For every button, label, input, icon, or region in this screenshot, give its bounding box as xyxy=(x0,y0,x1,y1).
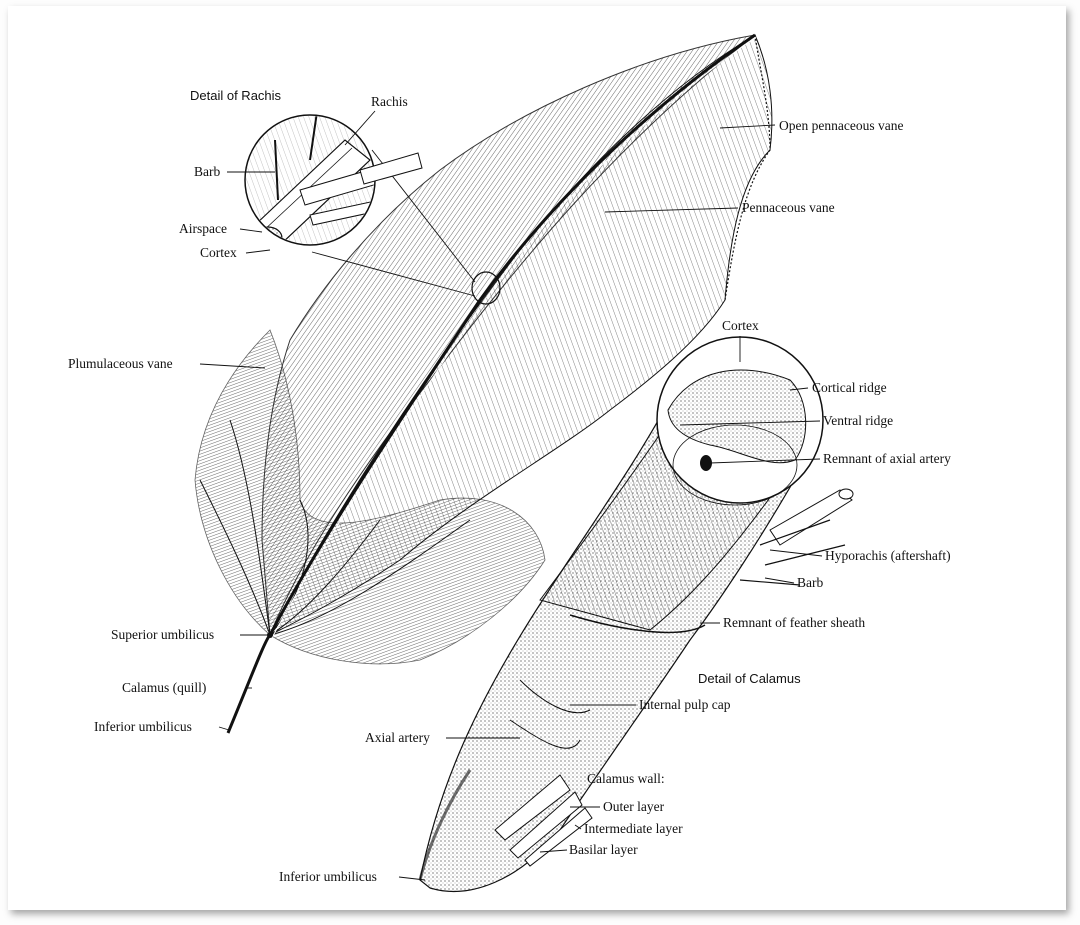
pennaceous-vane-label: Pennaceous vane xyxy=(742,200,835,215)
axial-artery-label: Axial artery xyxy=(365,730,430,745)
cortical-ridge-label: Cortical ridge xyxy=(812,380,887,395)
outer-layer-label: Outer layer xyxy=(603,799,665,814)
remnant-feather-sheath-label: Remnant of feather sheath xyxy=(723,615,866,630)
superior-umbilicus-label: Superior umbilicus xyxy=(111,627,215,642)
cortex-label-rachis: Cortex xyxy=(200,245,237,260)
calamus-wall-label: Calamus wall: xyxy=(587,771,665,786)
calamus-detail xyxy=(418,336,854,892)
barb-label-rachis: Barb xyxy=(194,164,221,179)
rachis-label: Rachis xyxy=(371,94,408,109)
barb-label-calamus: Barb xyxy=(797,575,824,590)
hyporachis-label: Hyporachis (aftershaft) xyxy=(825,548,951,563)
airspace-label: Airspace xyxy=(179,221,227,236)
rachis-detail-circle xyxy=(244,114,476,297)
intermediate-layer-label: Intermediate layer xyxy=(584,821,683,836)
inferior-umbilicus-bottom-label: Inferior umbilicus xyxy=(279,869,377,884)
ventral-ridge-label: Ventral ridge xyxy=(823,413,894,428)
label-leaders xyxy=(199,110,823,881)
rachis-shaft xyxy=(226,33,757,735)
open-pennaceous-vane-label: Open pennaceous vane xyxy=(779,118,904,133)
basilar-layer-label: Basilar layer xyxy=(569,842,638,857)
detail-of-rachis-title: Detail of Rachis xyxy=(190,88,282,103)
internal-pulp-cap-label: Internal pulp cap xyxy=(639,697,731,712)
cortex-label-calamus: Cortex xyxy=(722,318,759,333)
calamus-quill-label: Calamus (quill) xyxy=(122,680,207,695)
plumulaceous-vane-label: Plumulaceous vane xyxy=(68,356,173,371)
remnant-axial-artery-label: Remnant of axial artery xyxy=(823,451,951,466)
detail-of-calamus-title: Detail of Calamus xyxy=(698,671,801,686)
inferior-umbilicus-left-label: Inferior umbilicus xyxy=(94,719,192,734)
